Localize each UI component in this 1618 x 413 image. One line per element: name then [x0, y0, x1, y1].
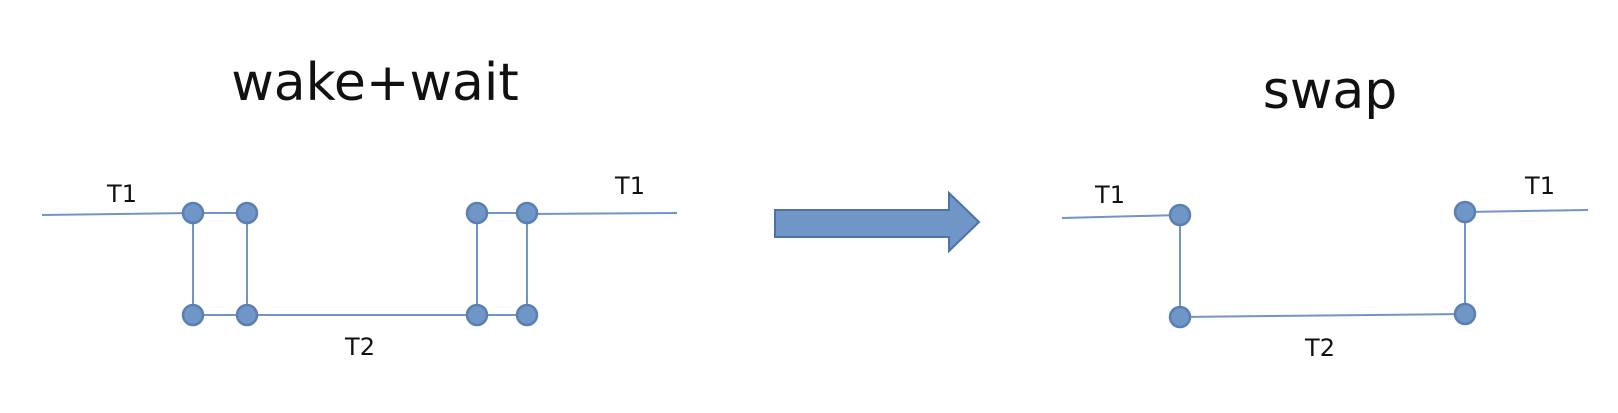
- node-top-2: [235, 201, 259, 225]
- t1-line-left: [1061, 214, 1181, 219]
- wake-wait-title: wake+wait: [231, 53, 518, 113]
- node-bottom-3: [465, 303, 489, 327]
- node-bottom-4: [515, 303, 539, 327]
- t1-label-left: T1: [106, 180, 137, 208]
- swap-diagram: swap T1 T1 T2: [1061, 61, 1589, 362]
- node-top-right: [1453, 200, 1477, 224]
- t1-label-left: T1: [1094, 181, 1125, 209]
- node-bottom-right: [1453, 302, 1477, 326]
- t2-line: [1179, 313, 1466, 318]
- t1-label-right: T1: [1524, 172, 1555, 200]
- node-top-4: [515, 201, 539, 225]
- right-arrow-icon: [774, 190, 981, 254]
- wake-wait-diagram: wake+wait T1 T1 T2: [41, 53, 678, 361]
- t2-label: T2: [1304, 334, 1335, 362]
- t1-label-right: T1: [614, 172, 645, 200]
- node-top-3: [465, 201, 489, 225]
- swap-title: swap: [1263, 61, 1398, 121]
- t1-line-left: [41, 212, 194, 216]
- t1-line-right: [1464, 209, 1589, 213]
- node-bottom-left: [1168, 305, 1192, 329]
- node-bottom-2: [235, 303, 259, 327]
- node-top-left: [1168, 203, 1192, 227]
- transition-arrow-shape: [774, 190, 981, 254]
- node-bottom-1: [181, 303, 205, 327]
- t2-label: T2: [344, 333, 375, 361]
- node-top-1: [181, 201, 205, 225]
- t1-line-right: [526, 212, 678, 215]
